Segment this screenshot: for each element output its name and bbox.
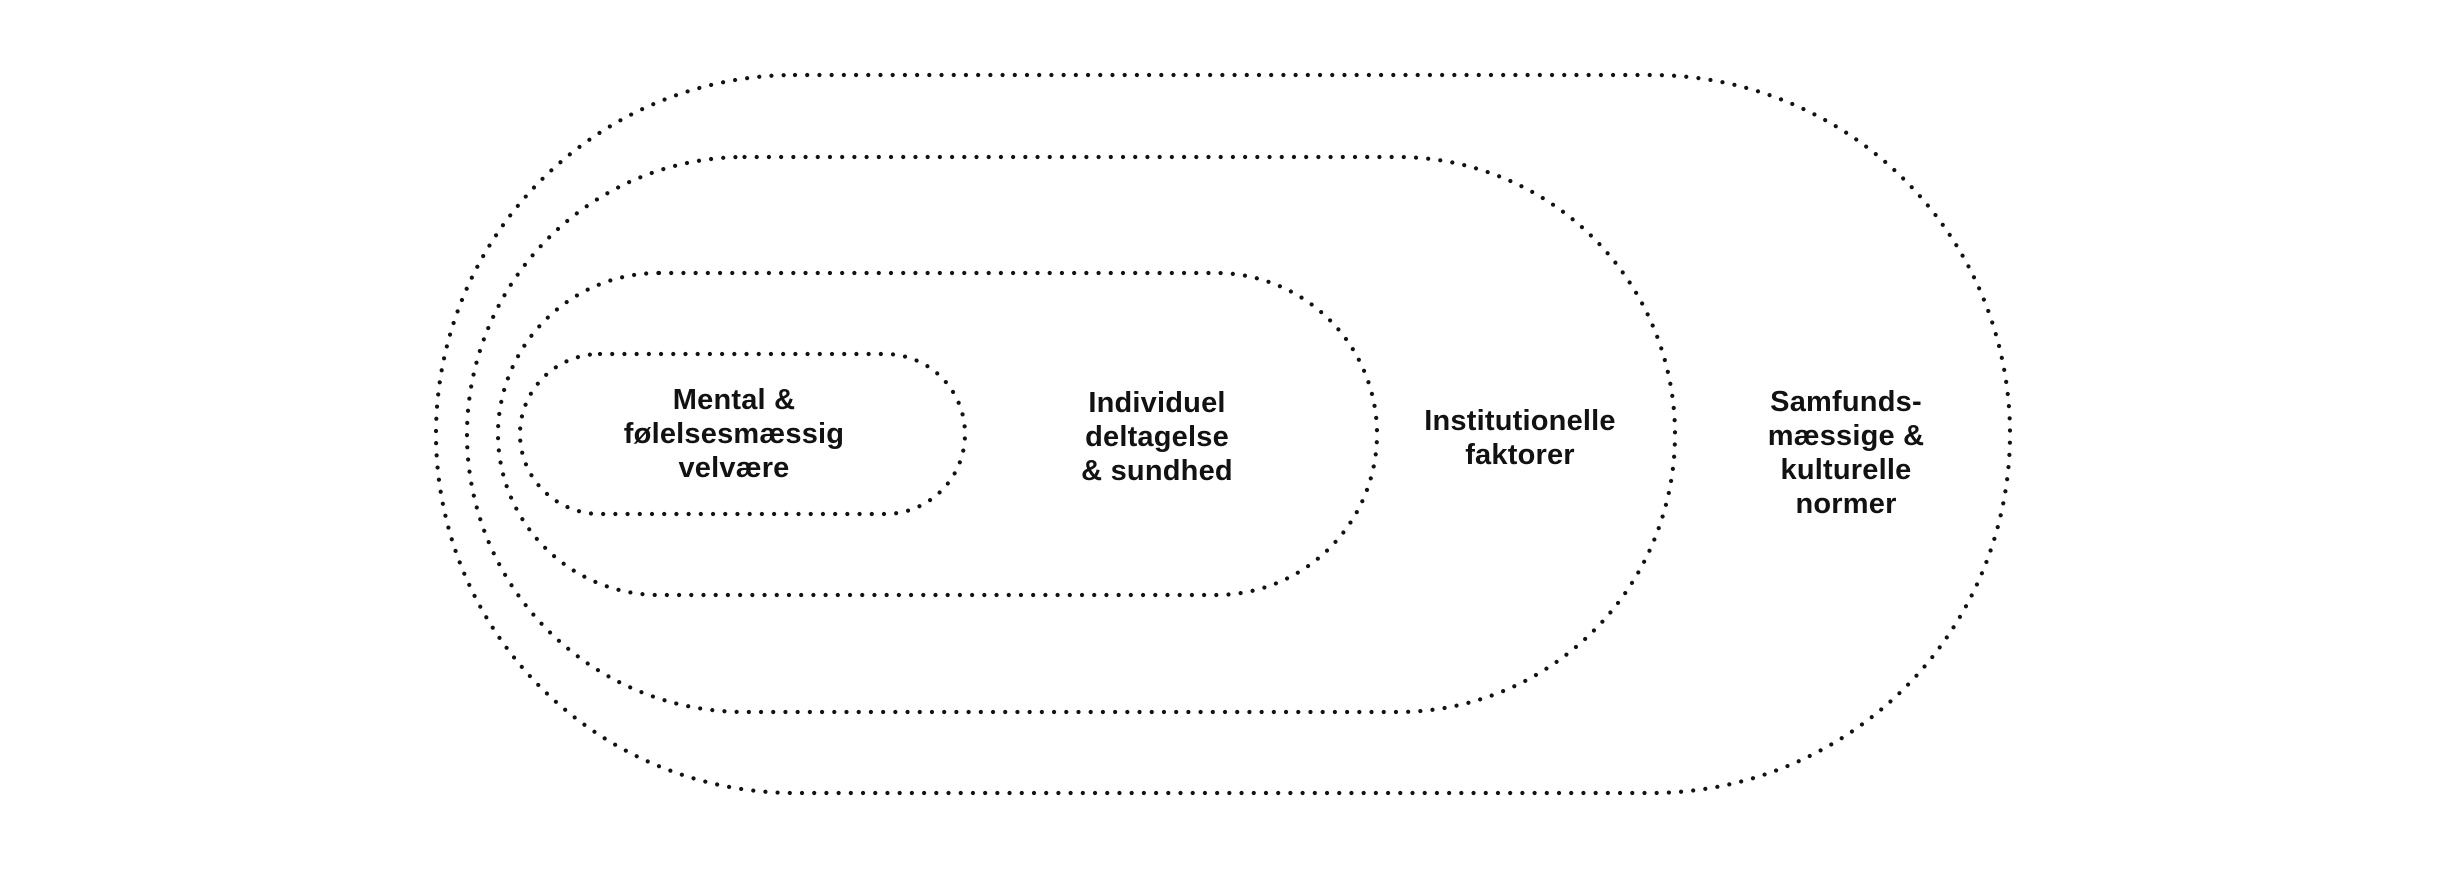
- ring-outline-institutional-factors: [464, 154, 1678, 715]
- ring-outline-individual-participation: [495, 270, 1380, 598]
- label-line: Samfunds-: [1770, 386, 1922, 418]
- label-line: mæssige &: [1767, 420, 1925, 452]
- label-line: følelsesmæssig: [623, 418, 845, 450]
- label-line: normer: [1795, 488, 1897, 520]
- label-line: Institutionelle: [1424, 405, 1616, 437]
- label-line: kulturelle: [1780, 454, 1912, 486]
- ring-label-institutional-factors: Institutionelle faktorer: [1424, 404, 1616, 472]
- label-line: Individuel: [1088, 387, 1226, 419]
- label-line: faktorer: [1465, 439, 1575, 471]
- label-line: & sundhed: [1081, 455, 1233, 487]
- label-line: deltagelse: [1085, 421, 1229, 453]
- ring-label-societal-cultural-norms: Samfunds- mæssige & kulturelle normer: [1768, 385, 1925, 521]
- ring-label-individual-participation: Individuel deltagelse & sundhed: [1081, 386, 1233, 488]
- label-line: Mental &: [672, 384, 796, 416]
- ring-label-mental-emotional-wellbeing: Mental & følelsesmæssig velvære: [624, 383, 844, 485]
- label-line: velvære: [678, 452, 790, 484]
- ring-outline-societal-cultural-norms: [433, 72, 2013, 796]
